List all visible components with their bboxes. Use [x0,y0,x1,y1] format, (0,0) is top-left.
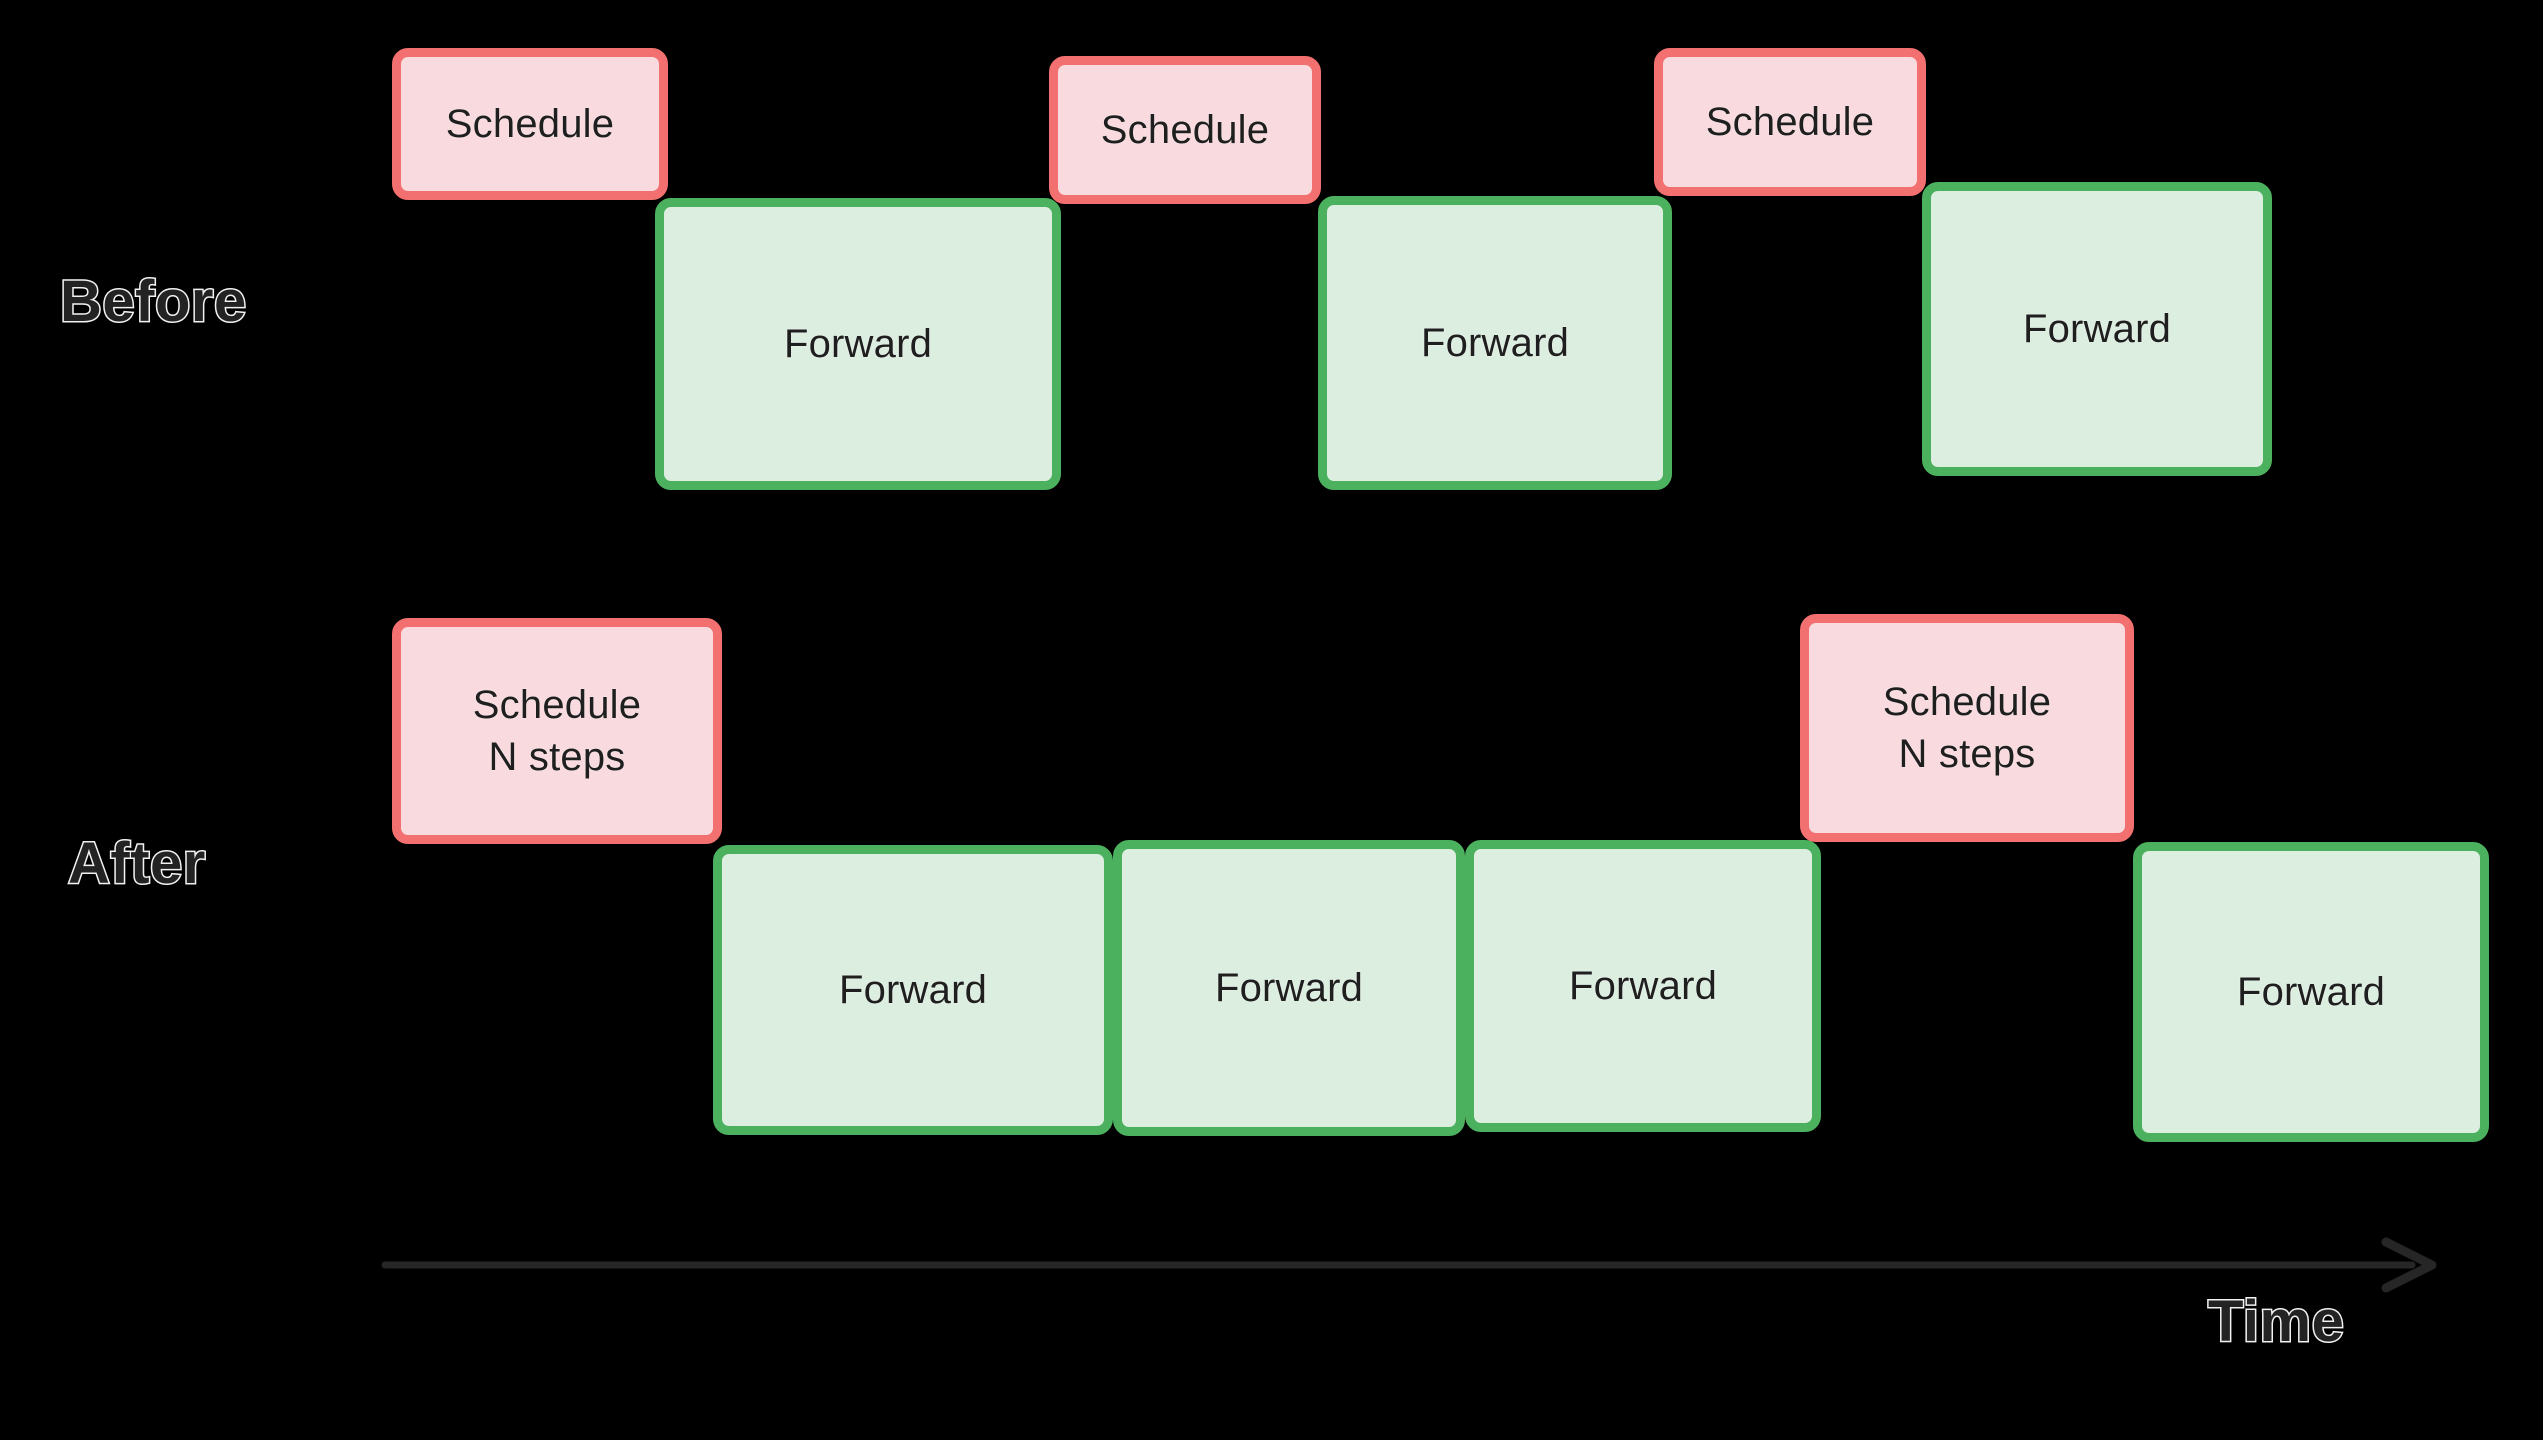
after-forward-block-2: Forward [1113,840,1465,1136]
block-label: Forward [1420,321,1570,365]
axis-label-time: Time [2206,1288,2345,1356]
after-schedule-block-2: Schedule N steps [1800,614,2134,842]
after-forward-block-3: Forward [1465,840,1821,1132]
after-schedule-block-1: Schedule N steps [392,618,722,844]
row-label-before: Before [59,268,248,336]
block-label: Schedule [1705,100,1875,144]
block-label: Forward [1214,966,1364,1010]
block-label: Schedule N steps [472,683,642,779]
before-forward-block-3: Forward [1922,182,2272,476]
row-label-after: After [67,830,207,898]
block-label: Schedule [1100,108,1270,152]
before-schedule-block-2: Schedule [1049,56,1321,204]
time-axis-arrowhead-icon [2381,1237,2437,1293]
before-schedule-block-1: Schedule [392,48,668,200]
after-forward-block-1: Forward [713,845,1113,1135]
block-label: Forward [783,322,933,366]
block-label: Forward [838,968,988,1012]
before-schedule-block-3: Schedule [1654,48,1926,196]
block-label: Forward [2236,970,2386,1014]
after-forward-block-4: Forward [2133,842,2489,1142]
block-label: Forward [1568,964,1718,1008]
before-forward-block-1: Forward [655,198,1061,490]
before-forward-block-2: Forward [1318,196,1672,490]
block-label: Forward [2022,307,2172,351]
block-label: Schedule N steps [1882,680,2052,776]
block-label: Schedule [445,102,615,146]
